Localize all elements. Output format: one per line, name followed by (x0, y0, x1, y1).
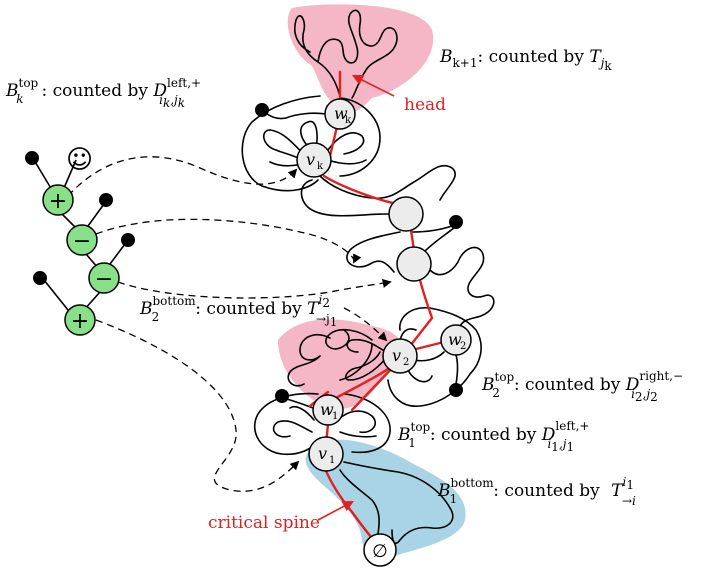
svg-text:v: v (306, 150, 315, 169)
b2top-outline (387, 307, 482, 407)
dash-plus-bottom-to-v1 (95, 319, 300, 492)
svg-text:1: 1 (332, 411, 338, 422)
svg-text:2: 2 (403, 357, 409, 368)
node-v1: v 1 (308, 436, 344, 472)
critical-spine-arrow (317, 500, 354, 521)
bk1-pink-highlight (287, 4, 434, 113)
chain-dot-4 (33, 271, 47, 285)
node-v2: v 2 (382, 338, 418, 374)
tree-outlines (241, 9, 495, 545)
chain-dot-1 (25, 151, 39, 165)
svg-text:v: v (318, 444, 327, 463)
middle-outline (300, 164, 495, 327)
chain-dot-2 (99, 193, 113, 207)
sign-node-4: + (64, 304, 96, 336)
bk1-outline (294, 9, 398, 99)
spine-extra-2 (350, 362, 398, 412)
smiley-icon: ☺ (66, 145, 93, 175)
spine-path (322, 112, 434, 550)
svg-text:w: w (320, 400, 334, 419)
svg-text:∅: ∅ (372, 541, 388, 562)
dash-minus1-to-node2 (95, 218, 362, 264)
node-mid-2 (396, 246, 432, 282)
svg-text:k: k (345, 115, 352, 126)
b2-inner-lobes (344, 328, 445, 383)
dash-minus2-to-node3 (117, 278, 392, 299)
tree-nodes: w k v k v 2 w 2 w 1 v 1 (296, 98, 472, 567)
node-w1: w 1 (312, 394, 344, 426)
head-arrow (351, 74, 395, 97)
signed-chain: ☺ + − − + (25, 145, 135, 336)
dash-b2bottom-to-v2 (343, 307, 388, 342)
svg-text:+: + (71, 309, 89, 334)
svg-text:1: 1 (329, 455, 335, 466)
sign-node-1: + (42, 184, 74, 216)
b2-pink-highlight (278, 319, 402, 410)
sign-node-2: − (66, 224, 98, 256)
spokes (263, 111, 459, 413)
node-mid-1 (388, 196, 424, 232)
label-head: head (404, 95, 446, 115)
svg-text:w: w (334, 104, 348, 123)
bktop-inner-lobes (263, 120, 367, 167)
node-wk: w k (324, 98, 356, 130)
label-critical-spine: critical spine (208, 513, 320, 533)
node-w2: w 2 (440, 324, 472, 356)
label-bk1: Bk+1: counted by Tjk (439, 47, 612, 73)
dashed-connectors (67, 156, 392, 492)
svg-text:v: v (392, 346, 401, 365)
b2bottom-outline (287, 328, 373, 387)
svg-text:−: − (73, 229, 91, 254)
b1bottom-outline (339, 461, 454, 545)
svg-text:−: − (95, 267, 113, 292)
svg-text:k: k (317, 161, 324, 172)
b1top-inner-lobes (272, 405, 377, 438)
leaf-dots (255, 103, 463, 403)
node-root-empty: ∅ (363, 533, 397, 567)
svg-text:w: w (448, 330, 462, 349)
svg-text:2: 2 (460, 341, 466, 352)
dash-plus-top-to-vk (67, 156, 298, 197)
sign-node-3: − (88, 262, 120, 294)
svg-text:+: + (49, 189, 67, 214)
bktop-outline (241, 95, 381, 192)
node-vk: v k (296, 142, 332, 178)
chain-dot-3 (121, 233, 135, 247)
b1bottom-blue-highlight (305, 439, 466, 559)
